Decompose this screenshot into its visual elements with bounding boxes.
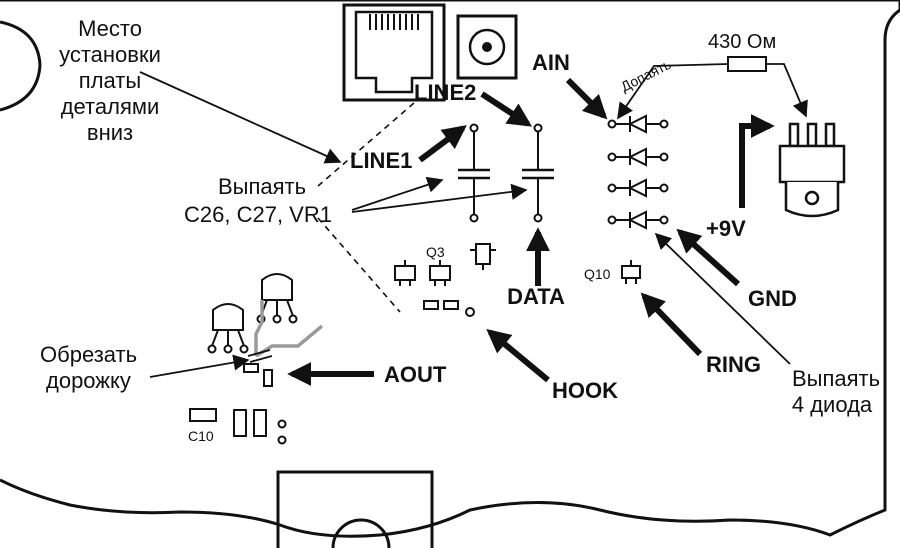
label-line1: LINE1 <box>350 148 412 173</box>
arrow-ain <box>565 77 608 120</box>
transistor-left-a <box>207 303 249 354</box>
solder-wire <box>617 63 729 120</box>
capacitor-c27 <box>522 123 554 223</box>
label-desolder-diodes-1: Выпаять <box>792 366 880 391</box>
capacitor-c26 <box>458 123 490 223</box>
label-mount-place-1: Место <box>78 16 142 41</box>
transistor-left-b <box>256 273 298 324</box>
label-solder-on: Допаять <box>618 56 673 95</box>
label-desolder-diodes-2: 4 диода <box>792 392 873 417</box>
transistor-q3-b <box>429 260 451 286</box>
resistor-430 <box>727 56 767 72</box>
label-ring: RING <box>706 352 761 377</box>
voltage-regulator <box>778 122 846 218</box>
dashed-line-lower <box>317 217 401 313</box>
diode-1 <box>607 114 669 134</box>
smd-aout <box>243 363 273 387</box>
diode-4 <box>607 210 669 230</box>
label-cut-track-2: дорожку <box>46 368 131 393</box>
arrow-desolder-diodes <box>654 232 791 365</box>
label-desolder-caps-2: C26, C27, VR1 <box>184 202 332 227</box>
label-mount-place-4: деталями <box>61 94 160 119</box>
dc-jack <box>456 14 518 80</box>
cut-mark <box>247 349 273 363</box>
diode-2 <box>607 147 669 167</box>
board-notch <box>0 20 42 112</box>
label-mount-place-2: установки <box>59 42 161 67</box>
transistor-q10 <box>621 260 641 284</box>
smd-large-pair <box>233 409 267 437</box>
label-plus9v: +9V <box>706 216 746 241</box>
pcb-track <box>254 300 324 358</box>
bottom-half-circle <box>331 518 391 548</box>
label-mount-place-5: вниз <box>87 120 133 145</box>
label-data: DATA <box>507 284 565 309</box>
transistor-small <box>470 243 496 270</box>
arrow-plus9v <box>739 114 775 208</box>
arrow-desolder-c27 <box>351 183 528 213</box>
label-q3: Q3 <box>426 244 445 260</box>
label-hook: HOOK <box>552 378 618 403</box>
smd-pair <box>423 300 459 310</box>
rj-jack <box>342 3 446 102</box>
label-ain: AIN <box>532 50 570 75</box>
label-resistor: 430 Ом <box>708 31 776 53</box>
transistor-q3-a <box>394 260 416 286</box>
label-c10: C10 <box>188 428 214 444</box>
arrow-gnd <box>676 228 741 287</box>
arrow-line1 <box>418 125 467 163</box>
arrow-line2 <box>480 91 533 127</box>
pads-bottom <box>277 419 287 445</box>
label-q10: Q10 <box>584 266 611 282</box>
arrow-desolder-c26 <box>351 176 444 211</box>
hook-pad <box>465 307 475 317</box>
diode-array <box>607 114 669 230</box>
arrow-mount-place <box>139 71 342 164</box>
label-desolder-caps-1: Выпаять <box>218 174 306 199</box>
capacitor-c10 <box>189 408 217 422</box>
label-gnd: GND <box>748 286 797 311</box>
arrow-cut-track <box>149 354 250 378</box>
label-aout: AOUT <box>384 362 447 387</box>
dashed-line-upper <box>317 102 415 187</box>
arrow-hook <box>486 328 550 383</box>
label-line2: LINE2 <box>414 80 476 105</box>
diode-3 <box>607 178 669 198</box>
label-cut-track-1: Обрезать <box>40 342 137 367</box>
label-mount-place-3: платы <box>79 68 141 93</box>
resistor-wire-right <box>766 63 808 118</box>
arrow-ring <box>640 292 703 357</box>
bottom-connector <box>276 470 434 548</box>
